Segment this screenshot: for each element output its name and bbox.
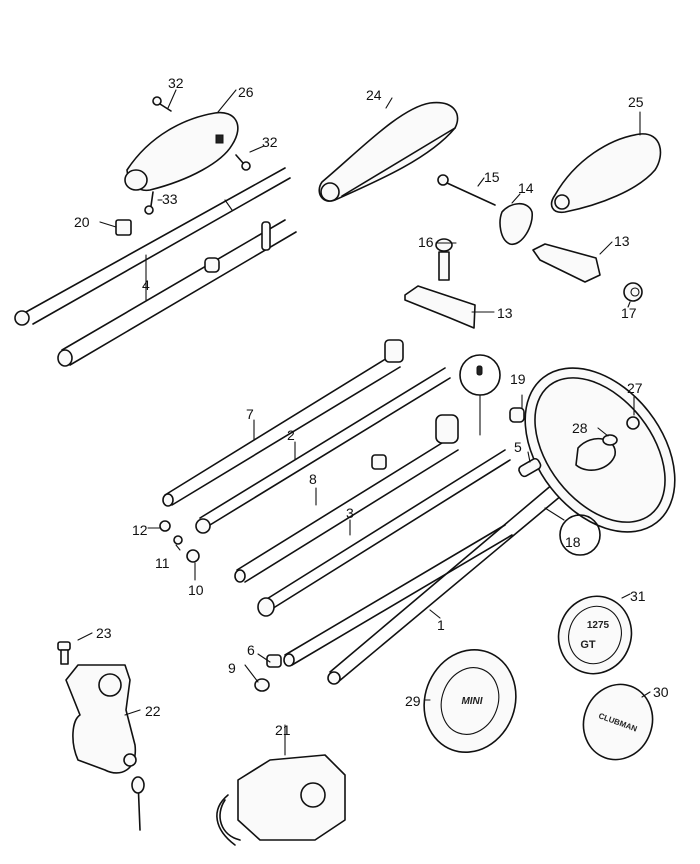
part-5-bush [518, 457, 542, 478]
callout-29: 29 [405, 693, 421, 709]
part-4-column-lower [57, 219, 297, 367]
part-7-tube [162, 339, 404, 507]
gt-badge-bottom-text: GT [580, 639, 596, 651]
part-26-upper-cowl [124, 111, 239, 192]
part-6-bush [266, 654, 282, 668]
callout-25: 25 [628, 94, 644, 110]
part-1-column [283, 477, 569, 685]
part-23-pin [57, 641, 71, 665]
part-15-bolt [437, 174, 496, 206]
screw-32-top [152, 96, 172, 112]
gt-badge-top-text: 1275 [587, 620, 610, 631]
part-2-shaft [195, 367, 451, 534]
callout-13-lower: 13 [497, 305, 513, 321]
leader-lines [77, 89, 651, 756]
part-13-bracket-upper [532, 243, 601, 283]
callout-20: 20 [74, 214, 90, 230]
part-12-nut [159, 520, 171, 532]
callout-1: 1 [437, 617, 445, 633]
callout-33: 33 [162, 191, 178, 207]
mini-badge-text: MINI [461, 696, 482, 707]
callout-14: 14 [518, 180, 534, 196]
part-31-horn-push-1275gt: 1275 GT [557, 595, 633, 675]
detail-circle-upper [459, 354, 501, 436]
part-27-nut [626, 416, 640, 430]
callout-22: 22 [145, 703, 161, 719]
callout-31: 31 [630, 588, 646, 604]
part-4-column-upper [14, 167, 291, 326]
callout-19: 19 [510, 371, 526, 387]
part-30-horn-push-clubman: CLUBMAN [582, 683, 654, 761]
part-14-clamp [499, 202, 533, 245]
callout-24: 24 [366, 87, 382, 103]
part-22-steering-lock [65, 664, 145, 831]
callout-7: 7 [246, 406, 254, 422]
callout-32-top: 32 [168, 75, 184, 91]
callout-9: 9 [228, 660, 236, 676]
callout-28: 28 [572, 420, 588, 436]
steering-wheel [524, 367, 676, 533]
callout-8: 8 [309, 471, 317, 487]
callout-17: 17 [621, 305, 637, 321]
detail-circle-18 [544, 507, 601, 556]
callout-18: 18 [565, 534, 581, 550]
callout-16: 16 [418, 234, 434, 250]
callout-6: 6 [247, 642, 255, 658]
part-19-bush [509, 407, 525, 423]
callout-12: 12 [132, 522, 148, 538]
screw-33 [144, 191, 154, 215]
part-11-washer [173, 535, 183, 545]
part-10-bolt [186, 549, 200, 563]
screw-32-side [235, 154, 251, 171]
part-13-bracket-lower [404, 285, 476, 329]
callout-4: 4 [142, 277, 150, 293]
callout-15: 15 [484, 169, 500, 185]
part-29-horn-push-mini: MINI [423, 648, 517, 754]
part-20-block [115, 219, 132, 236]
part-8-column [234, 414, 459, 583]
callout-3: 3 [346, 505, 354, 521]
callout-21: 21 [275, 722, 291, 738]
part-25-cowl [550, 133, 662, 214]
part-21-combination-switch [216, 754, 346, 846]
callout-30: 30 [653, 684, 669, 700]
callout-26: 26 [238, 84, 254, 100]
part-3-shaft [257, 449, 511, 617]
callout-13-upper: 13 [614, 233, 630, 249]
callout-10: 10 [188, 582, 204, 598]
callout-11: 11 [155, 555, 170, 571]
callout-5: 5 [514, 439, 522, 455]
part-16-bolt [435, 238, 453, 281]
callout-27: 27 [627, 380, 643, 396]
part-17-bush [623, 282, 643, 302]
callout-2: 2 [287, 427, 295, 443]
part-24-cowl [318, 101, 459, 202]
callout-32-side: 32 [262, 134, 278, 150]
callout-23: 23 [96, 625, 112, 641]
